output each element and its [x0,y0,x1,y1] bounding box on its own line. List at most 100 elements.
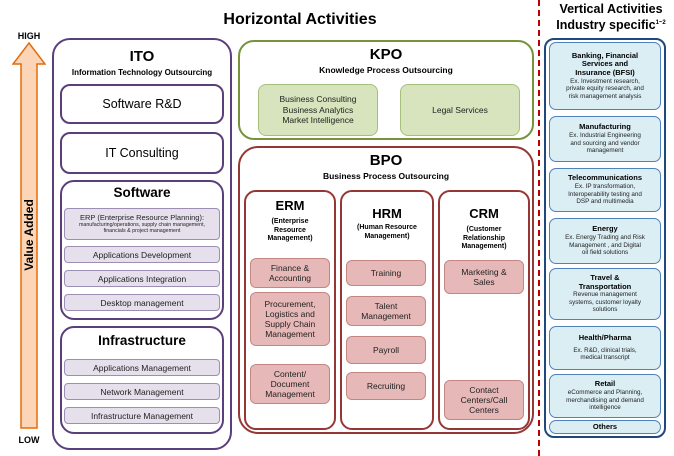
energy-title: Energy [592,224,618,234]
marketing-line2: Sales [473,277,495,287]
hrm-sub-line1: (Human Resource [357,224,417,232]
manufacturing-desc-2: and sourcing and vendor [570,139,640,147]
ito-subtitle: Information Technology Outsourcing [71,67,213,77]
content-line3: Management [265,389,315,400]
applications-integration-box: Applications Integration [64,270,220,287]
content-document-box: Content/ Document Management [250,364,330,404]
vertical-title-industry: Industry specific [556,18,656,32]
erm-sub-line2: Resource [274,226,306,234]
bfsi-title-1: Banking, Financial [571,50,639,60]
content-line1: Content/ [273,368,307,379]
energy-desc-3: oil field solutions [581,249,629,257]
vertical-divider [538,0,540,456]
finance-line1: Finance & [270,262,310,273]
bfsi-title-2: Services and [581,59,629,69]
bfsi-desc-1: Ex. Investment research, [570,77,640,85]
desktop-management-box: Desktop management [64,294,220,311]
retail-desc-3: intelligence [589,404,621,412]
bfsi-desc-2: private equity research, and [566,85,644,93]
procurement-box: Procurement, Logistics and Supply Chain … [250,292,330,346]
erm-title: ERM [275,197,305,213]
infrastructure-management-box: Infrastructure Management [64,407,220,424]
procurement-line1: Procurement, [264,298,316,309]
erm-subtitle: (Enterprise Resource Management) [244,214,336,248]
bfsi-desc-3: risk management analysis [568,92,642,100]
it-consulting-box: IT Consulting [60,132,224,174]
horizontal-activities-title: Horizontal Activities [223,11,377,28]
bpo-title: BPO [369,151,403,169]
vertical-manufacturing: Manufacturing Ex. Industrial Engineering… [549,116,661,162]
others-title: Others [592,421,618,431]
vertical-travel: Travel & Transportation Revenue manageme… [549,268,661,320]
training-box: Training [346,260,426,286]
travel-desc-1: Revenue management [573,291,637,299]
vertical-health-pharma: Health/Pharma Ex. R&D, clinical trials, … [549,326,661,370]
erp-line2: manufacturing/operations, supply chain m… [78,222,206,229]
travel-desc-3: solutions [592,306,618,314]
crm-sub-line3: Management) [461,243,507,251]
ito-title: ITO [129,47,155,65]
hrm-title: HRM [372,205,402,221]
manufacturing-desc-1: Ex. Industrial Engineering [569,131,641,139]
crm-sub-line1: (Customer [466,225,502,233]
energy-desc-1: Ex. Energy Trading and Risk [565,233,645,241]
vertical-title-line2: Industry specific1~2 [556,18,666,34]
high-label: HIGH [17,31,41,41]
kpo-box1-line1: Business Consulting [279,94,357,105]
talent-line1: Talent [374,300,398,311]
legal-services-box: Legal Services [400,84,520,136]
applications-management-box: Applications Management [64,359,220,376]
vertical-telecommunications: Telecommunications Ex. IP transformation… [549,168,661,212]
value-added-label: Value Added [22,199,37,271]
contact-line1: Contact [469,384,499,395]
vertical-others: Others [549,420,661,434]
value-added-label-wrap: Value Added [13,180,45,290]
travel-desc-2: systems, customer loyalty [568,298,642,306]
value-added-arrow [12,42,46,429]
kpo-box1-line2: Business Analytics [282,104,354,115]
kpo-consulting-box: Business Consulting Business Analytics M… [258,84,378,136]
erp-line3: financials & project management [103,228,181,235]
network-management-box: Network Management [64,383,220,400]
manufacturing-title: Manufacturing [579,122,631,132]
vertical-title-line1: Vertical Activities [559,2,663,17]
hrm-sub-line2: Management) [364,233,410,240]
erm-sub-line3: Management) [267,235,313,243]
procurement-line2: Logistics and [265,308,315,319]
travel-title-2: Transportation [578,281,632,291]
health-desc-2: medical transcript [580,354,630,362]
retail-desc-1: eCommerce and Planning, [567,388,643,396]
software-title: Software [113,184,171,200]
recruiting-box: Recruiting [346,372,426,400]
health-title: Health/Pharma [578,333,632,343]
telecom-desc-3: DSP and multimedia [576,198,634,206]
crm-subtitle: (Customer Relationship Management) [438,222,530,256]
content-line2: Document [270,378,310,389]
travel-title-1: Travel & [590,273,620,283]
talent-management-box: Talent Management [346,296,426,326]
procurement-line3: Supply Chain [264,319,316,329]
infrastructure-title: Infrastructure [98,332,186,348]
vertical-energy: Energy Ex. Energy Trading and Risk Manag… [549,218,661,264]
kpo-title: KPO [369,45,403,63]
telecom-desc-1: Ex. IP transformation, [574,182,636,190]
applications-development-box: Applications Development [64,246,220,263]
health-desc-1: Ex. R&D, clinical trials, [573,346,637,354]
manufacturing-desc-3: management [586,147,624,155]
crm-title: CRM [469,205,499,221]
vertical-bfsi: Banking, Financial Services and Insuranc… [549,42,661,110]
bpo-subtitle: Business Process Outsourcing [322,171,450,181]
talent-line2: Management [361,311,411,321]
contact-line3: Centers [469,405,499,416]
energy-desc-2: Management , and Digital [569,241,641,249]
erp-box: ERP (Enterprise Resource Planning): manu… [64,208,220,240]
marketing-line1: Marketing & [461,266,507,277]
kpo-box1-line3: Market Intelligence [282,115,354,126]
vertical-activities-title: Vertical Activities Industry specific1~2 [548,0,674,36]
contact-line2: Centers/Call [460,394,508,405]
vertical-title-sup: 1~2 [655,19,666,26]
procurement-line4: Management [265,329,315,340]
hrm-subtitle: (Human Resource Management) [340,222,434,244]
contact-centers-box: Contact Centers/Call Centers [444,380,524,420]
retail-desc-2: merchandising and demand [566,396,644,404]
